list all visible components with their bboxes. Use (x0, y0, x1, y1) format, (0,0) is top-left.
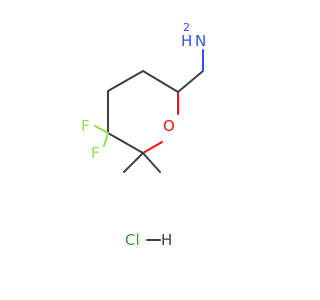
fluorine-label-1: F (81, 117, 90, 135)
bond-c5-f2 (103, 132, 109, 147)
bond-c6-methyl-2 (142, 152, 161, 173)
bond-c3-c4 (107, 70, 144, 92)
fluorine-label-2: F (91, 144, 100, 162)
bond-c6-o (142, 141, 163, 154)
amine-nitrogen-label: N (195, 32, 206, 50)
bond-c2-c3 (142, 70, 179, 93)
amine-hydrogen-count: 2 (183, 21, 190, 34)
salt-hydrogen-label: H (161, 231, 172, 249)
bond-c6-methyl-1 (123, 152, 144, 173)
ring-oxygen-label: O (163, 117, 175, 135)
bond-c5-f1 (94, 125, 109, 134)
bond-c5-c6 (107, 132, 144, 154)
chlorine-label: Cl (125, 231, 140, 249)
amine-hydrogen-label: H (181, 32, 192, 50)
bond-c2-ch2 (177, 70, 204, 93)
structure-canvas: H 2 N O F F Cl H (81, 21, 206, 249)
